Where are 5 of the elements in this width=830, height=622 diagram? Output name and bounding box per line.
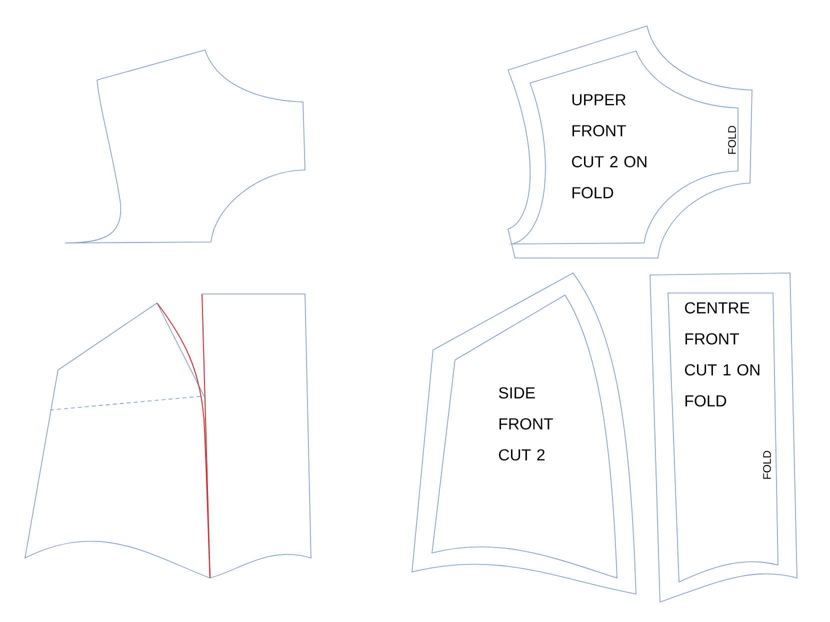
fold-label: FOLD	[728, 126, 736, 154]
piece-label: CENTRE FRONT CUT 1 ON FOLD	[685, 302, 760, 407]
piece-label: UPPER FRONT CUT 2 ON FOLD	[572, 94, 646, 198]
fold-label: FOLD	[763, 450, 771, 479]
piece-label: SIDE FRONT CUT 2	[498, 387, 553, 461]
